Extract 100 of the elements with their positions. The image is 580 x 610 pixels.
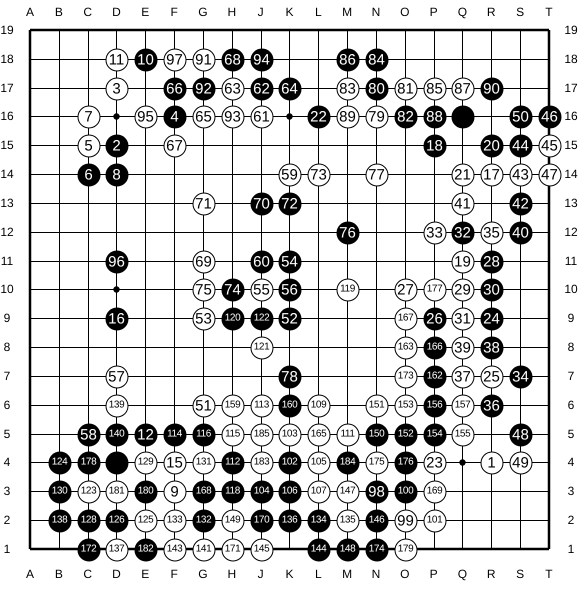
go-stone (250, 538, 273, 561)
move-number: 99 (397, 513, 414, 528)
move-number: 33 (426, 225, 443, 240)
go-stone (394, 77, 417, 100)
move-number: 185 (254, 430, 270, 440)
go-stone (509, 105, 532, 128)
go-stone (163, 451, 186, 474)
go-stone (105, 365, 128, 388)
move-number: 160 (282, 400, 298, 410)
row-label: 16 (0, 110, 14, 122)
go-stone (105, 451, 128, 474)
move-number: 184 (340, 458, 356, 468)
move-number: 77 (368, 167, 385, 182)
move-number: 36 (483, 398, 500, 413)
move-number: 132 (196, 516, 212, 526)
move-number: 21 (454, 167, 471, 182)
go-stone (509, 134, 532, 157)
move-number: 147 (340, 486, 356, 496)
column-label: E (141, 568, 150, 580)
column-label: S (516, 6, 524, 18)
move-number: 156 (426, 400, 442, 410)
column-label: M (342, 6, 352, 18)
go-stone (480, 365, 503, 388)
go-stone (365, 538, 388, 561)
move-number: 124 (52, 458, 68, 468)
go-stone (134, 423, 157, 446)
go-stone (307, 394, 330, 417)
move-number: 93 (224, 109, 241, 124)
move-number: 16 (108, 311, 125, 326)
move-number: 113 (254, 400, 269, 410)
row-label: 2 (4, 514, 10, 526)
go-stone (394, 336, 417, 359)
move-number: 54 (281, 254, 298, 269)
go-stone (77, 163, 100, 186)
go-stone (336, 278, 359, 301)
move-number: 81 (397, 81, 414, 96)
move-number: 82 (397, 109, 414, 124)
move-number: 3 (112, 81, 121, 96)
column-label: J (258, 568, 264, 580)
move-number: 149 (224, 516, 240, 526)
move-number: 97 (166, 52, 183, 67)
move-number: 96 (108, 254, 125, 269)
go-stone (307, 538, 330, 561)
go-stone (451, 192, 474, 215)
go-stone (163, 480, 186, 503)
move-number: 87 (454, 81, 471, 96)
go-stone (423, 134, 446, 157)
column-label: P (430, 6, 438, 18)
go-stone (192, 77, 215, 100)
move-number: 44 (512, 138, 529, 153)
move-number: 50 (512, 109, 529, 124)
move-number: 64 (281, 81, 298, 96)
go-stone (336, 509, 359, 532)
go-stone (192, 423, 215, 446)
move-number: 6 (84, 167, 93, 182)
column-label: F (170, 568, 178, 580)
move-number: 141 (196, 544, 212, 554)
move-number: 120 (224, 314, 240, 324)
go-stone (278, 423, 301, 446)
move-number: 170 (254, 516, 270, 526)
go-stone (105, 480, 128, 503)
go-stone (480, 278, 503, 301)
move-number: 52 (281, 311, 298, 326)
row-label: 19 (564, 24, 578, 36)
go-stone (394, 365, 417, 388)
move-number: 23 (426, 455, 443, 470)
move-number: 35 (483, 225, 500, 240)
move-number: 152 (398, 430, 414, 440)
move-number: 135 (340, 516, 356, 526)
go-stone (509, 163, 532, 186)
move-number: 72 (281, 196, 298, 211)
move-number: 159 (224, 400, 240, 410)
move-number: 38 (483, 340, 500, 355)
move-number: 139 (108, 400, 124, 410)
move-number: 47 (541, 167, 558, 182)
move-number: 46 (541, 109, 558, 124)
move-number: 182 (138, 544, 154, 554)
go-stone (307, 163, 330, 186)
go-stone (77, 134, 100, 157)
row-label: 3 (568, 485, 574, 498)
column-label: D (112, 6, 121, 18)
move-number: 9 (170, 484, 179, 499)
column-label: K (285, 6, 294, 18)
move-number: 11 (108, 52, 124, 67)
go-stone (278, 250, 301, 273)
row-label: 14 (0, 168, 14, 180)
go-stone (105, 250, 128, 273)
row-label: 6 (4, 398, 10, 411)
go-stone (480, 451, 503, 474)
row-label: 11 (564, 254, 578, 267)
move-number: 55 (253, 282, 270, 297)
column-label: N (372, 568, 380, 580)
go-stone (105, 509, 128, 532)
move-number: 53 (195, 311, 212, 326)
move-number: 163 (398, 342, 414, 352)
go-stone (365, 48, 388, 71)
go-stone (163, 48, 186, 71)
go-stone (423, 105, 446, 128)
column-label: B (54, 6, 63, 18)
go-stone (163, 423, 186, 446)
